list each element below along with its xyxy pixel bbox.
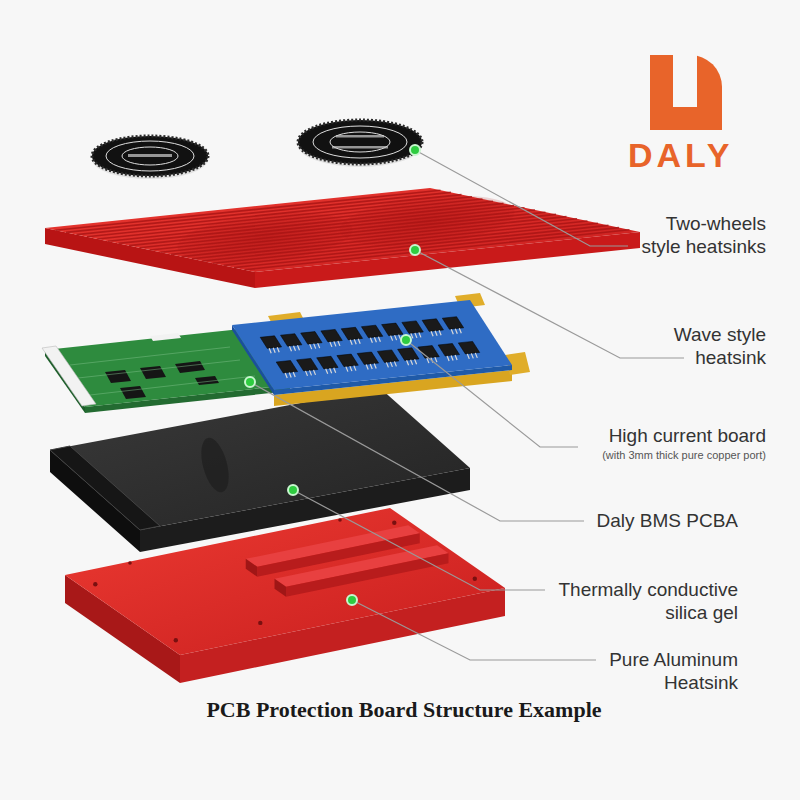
part-note: (with 3mm thick pure copper port) [602, 449, 766, 462]
wheel-heatsink [298, 120, 422, 167]
part-label: Daly BMS PCBA [597, 509, 738, 532]
high-current-board [232, 293, 530, 406]
daly-logo-icon [650, 55, 722, 130]
part-label: Wave style heatsink [631, 323, 766, 369]
part-label: Pure Aluminum Heatsink [578, 648, 738, 694]
part-label: Thermally conductive silica gel [543, 578, 738, 624]
mosfet-row [276, 341, 479, 378]
silica-gel-pad [50, 388, 470, 552]
part-label: Two-wheels style heatsinks [631, 212, 766, 258]
figure-caption: PCB Protection Board Structure Example [4, 697, 800, 723]
part-label: High current board [609, 424, 766, 447]
wave-heatsink [45, 188, 640, 288]
wheel-heatsink [92, 136, 208, 179]
brand-logo-text: DALY [628, 136, 733, 174]
callout-dot [245, 145, 420, 605]
